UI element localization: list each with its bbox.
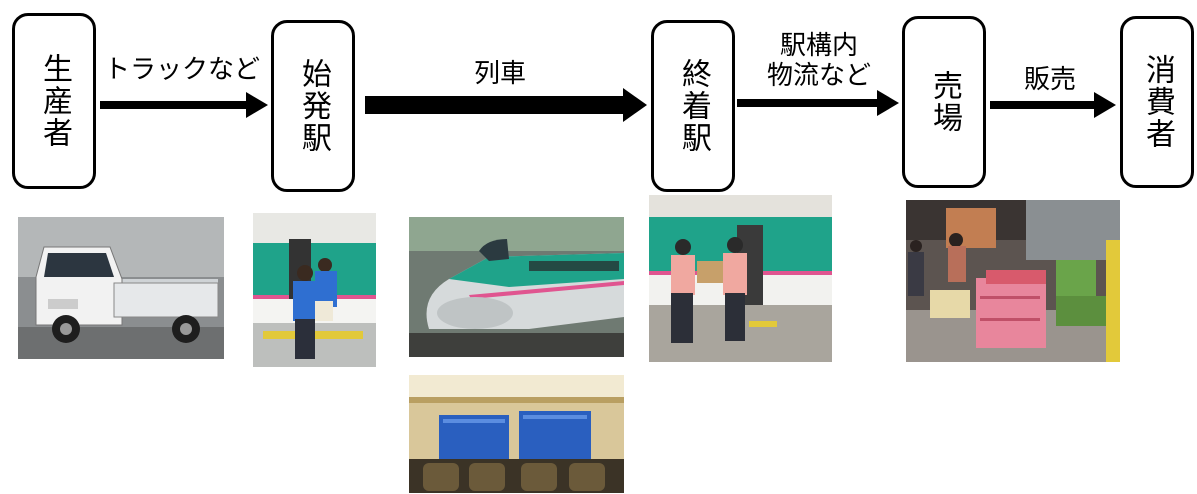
train-interior-photo	[409, 375, 624, 493]
node-sales-floor: 売場	[902, 16, 986, 188]
arrow-station-logistics	[737, 90, 899, 116]
arrow-truck	[100, 92, 268, 118]
label-station-logistics-line2: 物流など	[766, 60, 871, 91]
label-station-logistics: 駅構内 物流など	[744, 31, 894, 92]
label-train: 列車	[473, 59, 526, 89]
arrow-train	[365, 88, 647, 122]
origin-station-label: 始発駅	[296, 58, 331, 154]
truck-photo	[18, 217, 224, 359]
label-truck: トラックなど	[104, 55, 261, 85]
node-origin-station: 始発駅	[271, 20, 355, 192]
terminal-station-label: 終着駅	[676, 58, 711, 154]
arrow-sales	[990, 92, 1116, 118]
node-producer: 生産者	[12, 13, 96, 189]
sales-floor-photo	[906, 200, 1120, 362]
sales-floor-label: 売場	[927, 70, 962, 134]
consumer-label: 消費者	[1140, 54, 1175, 150]
label-sales: 販売	[1023, 65, 1076, 95]
node-terminal-station: 終着駅	[651, 20, 735, 192]
label-station-logistics-line1: 駅構内	[779, 31, 858, 61]
origin-station-photo	[253, 213, 376, 367]
shinkansen-photo	[409, 217, 624, 357]
producer-label: 生産者	[37, 53, 72, 149]
node-consumer: 消費者	[1120, 16, 1194, 188]
terminal-station-photo	[649, 195, 832, 362]
